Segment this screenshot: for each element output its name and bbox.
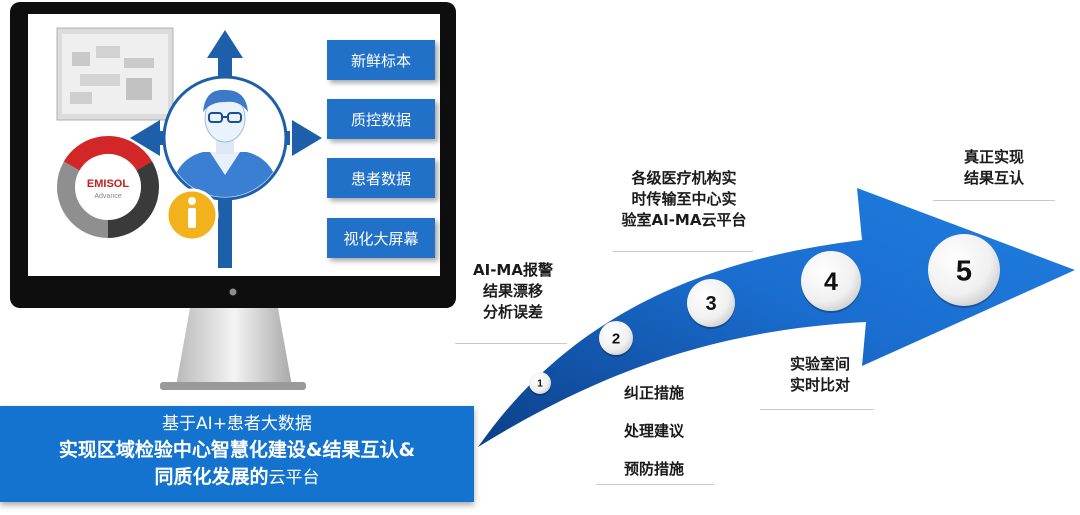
tag-label: 视化大屏幕 (343, 229, 419, 248)
tag-qc-data: 质控数据 (327, 99, 435, 139)
annotation-line: 真正实现 (963, 148, 1024, 166)
annotation-rule (760, 409, 874, 410)
annotation-line: 时传输至中心实 (631, 190, 737, 208)
banner-line3-bold: 同质化发展的 (154, 466, 269, 488)
summary-banner: 基于AI+患者大数据 实现区域检验中心智慧化建设&结果互认& 同质化发展的云平台 (0, 406, 474, 502)
annotation-step5: 真正实现 结果互认 (946, 147, 1042, 189)
step-ball (928, 234, 1000, 306)
annotation-line: 实时比对 (789, 376, 850, 394)
tag-fresh-sample: 新鲜标本 (327, 40, 435, 80)
annotation-line: 处理建议 (623, 422, 684, 440)
emisol-cycle-logo: EMISOL Advance (57, 135, 159, 238)
step-number: 2 (612, 330, 620, 347)
annotation-line: 结果互认 (963, 169, 1024, 187)
step-ball (687, 279, 735, 327)
annotation-line: AI-MA报警 (473, 261, 553, 279)
tag-big-screen: 视化大屏幕 (327, 218, 435, 258)
step-number: 5 (956, 255, 972, 287)
banner-line1: 基于AI+患者大数据 (162, 414, 312, 434)
annotation-rule (455, 343, 567, 344)
step-ball (529, 372, 551, 394)
right-arrow-icon (292, 120, 322, 156)
annotation-step3-top: 各级医疗机构实 时传输至中心实 验室AI-MA云平台 (612, 168, 756, 231)
tag-label: 患者数据 (350, 169, 411, 188)
annotation-rule (613, 251, 753, 252)
tag-patient-data: 患者数据 (327, 158, 435, 198)
banner-line3-rest: 云平台 (268, 468, 320, 488)
up-arrow-icon (207, 30, 243, 58)
annotation-line: 纠正措施 (623, 384, 684, 402)
annotation-step4: 实验室间 实时比对 (770, 354, 870, 396)
step-ball (599, 321, 633, 355)
tag-label: 新鲜标本 (350, 51, 411, 70)
tag-label: 质控数据 (350, 110, 411, 129)
annotation-step3-bottom: 纠正措施 处理建议 预防措施 (604, 374, 704, 488)
lab-thumbnail (56, 27, 174, 121)
annotation-step2: AI-MA报警 结果漂移 分析误差 (463, 260, 563, 323)
banner-line3: 同质化发展的云平台 (0, 464, 474, 491)
annotation-line: 实验室间 (789, 355, 850, 373)
step-number: 3 (705, 293, 716, 315)
annotation-line: 各级医疗机构实 (631, 169, 737, 187)
step-ball (801, 251, 861, 311)
annotation-line: 预防措施 (623, 460, 684, 478)
banner-line2: 实现区域检验中心智慧化建设&结果互认& (58, 439, 416, 461)
annotation-rule (596, 484, 714, 485)
monitor-logo-icon (229, 288, 237, 296)
emisol-sub: Advance (94, 193, 121, 200)
left-arrow-icon (130, 120, 160, 156)
step-number: 4 (824, 268, 838, 296)
annotation-rule (933, 200, 1055, 201)
growth-arrow (478, 188, 1075, 447)
emisol-brand: EMISOL (87, 178, 129, 190)
step-balls: 1 2 3 4 5 (529, 234, 1000, 396)
annotation-line: 验室AI-MA云平台 (621, 211, 747, 229)
step-number: 1 (537, 379, 543, 390)
info-icon (165, 188, 219, 242)
annotation-line: 结果漂移 (482, 282, 543, 300)
doctor-avatar (162, 75, 288, 201)
annotation-line: 分析误差 (482, 303, 543, 321)
